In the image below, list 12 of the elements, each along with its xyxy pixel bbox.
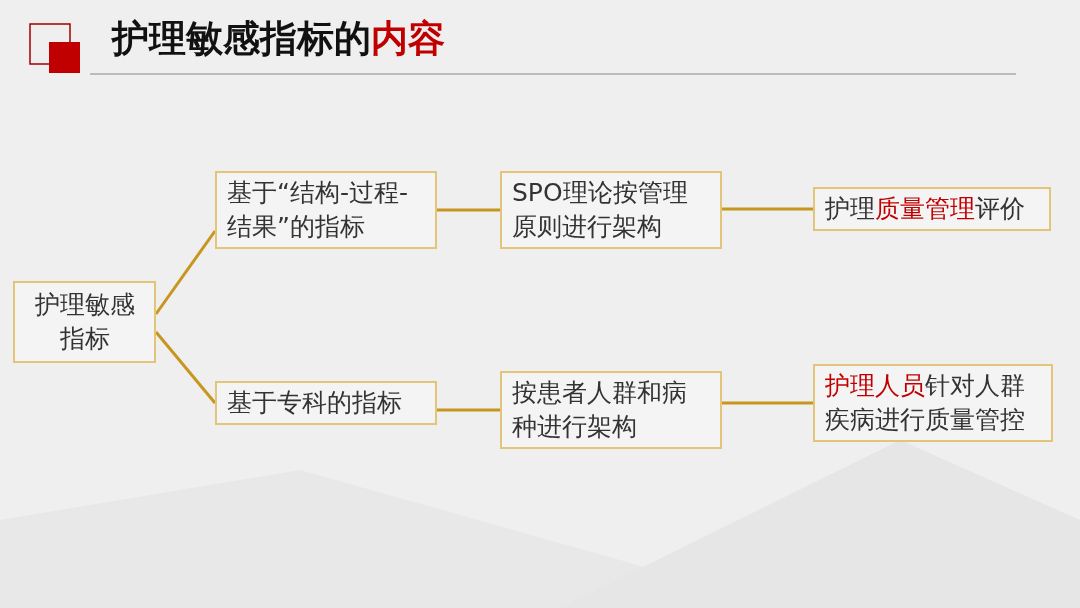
concept-box: SPO理论按管理原则进行架构 (500, 171, 722, 249)
concept-box: 基于专科的指标 (215, 381, 437, 425)
concept-box: 护理敏感指标 (13, 281, 156, 363)
concept-box: 护理质量管理评价 (813, 187, 1051, 231)
concept-box: 护理人员针对人群疾病进行质量管控 (813, 364, 1053, 442)
slide-title: 护理敏感指标的内容 (112, 16, 445, 62)
connector-line (437, 408, 500, 412)
connector-line (722, 401, 813, 405)
connector-line (722, 207, 813, 211)
concept-box: 基于“结构-过程-结果”的指标 (215, 171, 437, 249)
connector-line (437, 208, 500, 212)
concept-box: 按患者人群和病种进行架构 (500, 371, 722, 449)
